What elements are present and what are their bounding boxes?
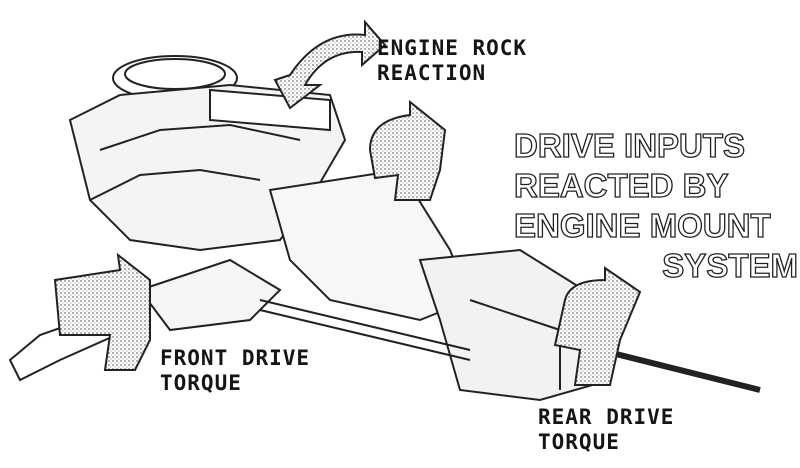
rear-drive-torque-label: REAR DRIVE TORQUE [538, 405, 674, 455]
transmission [268, 168, 612, 402]
label-line: FRONT DRIVE [160, 346, 311, 370]
label-line: TORQUE [538, 430, 620, 454]
rear-drive-arrow-icon [553, 266, 642, 386]
title-line: REACTED BY [513, 166, 729, 204]
title-line: SYSTEM [662, 246, 799, 284]
front-drive-arrow-icon [53, 252, 151, 371]
label-line: TORQUE [160, 371, 242, 395]
engine-rock-reaction-label: ENGINE ROCK REACTION [377, 36, 527, 86]
label-line: REACTION [377, 61, 487, 85]
title-line: ENGINE MOUNT [513, 206, 771, 244]
diagram-title: DRIVE INPUTS REACTED BY ENGINE MOUNT SYS… [508, 126, 798, 286]
upper-drive-arrow-icon [368, 99, 447, 201]
label-line: ENGINE ROCK [377, 36, 528, 60]
front-drive-torque-label: FRONT DRIVE TORQUE [160, 346, 310, 396]
label-line: REAR DRIVE [538, 405, 675, 429]
engine-rock-arrow-icon [273, 19, 387, 110]
title-line: DRIVE INPUTS [513, 126, 746, 164]
